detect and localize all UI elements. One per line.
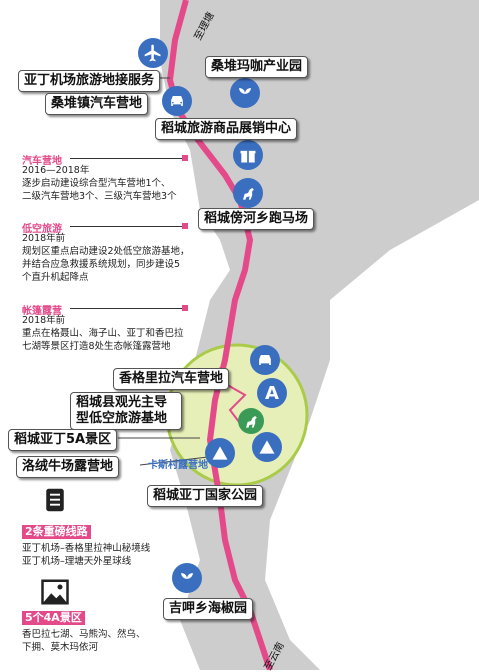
info-car-text: 2016—2018年 逐步启动建设综合型汽车营地1个、 二级汽车营地3个、三级汽… (22, 165, 177, 202)
scenic-title: 5个4A景区 (22, 611, 85, 625)
label-low-alt-base: 稻城县观光主导型低空旅游基地 (70, 392, 182, 430)
info-lowalt-rule (70, 226, 185, 227)
label-yading-park: 稻城亚丁国家公园 (147, 485, 264, 507)
info-lowalt-marker (182, 223, 188, 229)
gift-icon (233, 140, 263, 170)
car-icon (250, 345, 280, 375)
tent-icon (205, 438, 235, 468)
info-lowalt-title: 低空旅游 (22, 224, 62, 235)
horse-icon (233, 178, 263, 208)
routes-title: 2条重磅线路 (22, 525, 91, 539)
letter-a-icon: A (257, 378, 287, 408)
picture-icon (41, 579, 69, 605)
info-lowalt-text: 2018年前 规划区重点启动建设2处低空旅游基地， 并结合应急救援系统规划，同步… (22, 233, 190, 283)
label-horse-track: 稻城傍河乡跑马场 (198, 208, 315, 230)
label-yading-5a: 稻城亚丁5A景区 (8, 429, 118, 451)
label-jiya-garden: 吉呷乡海椒园 (163, 598, 254, 620)
label-airport-service: 亚丁机场旅游地接服务 (18, 70, 161, 92)
label-luoxu-camp: 洛绒牛场露营地 (16, 456, 120, 478)
label-kasi-camp: 卡斯村露营地 (148, 460, 208, 471)
label-sangdui-camp: 桑堆镇汽车营地 (45, 93, 149, 115)
plant-icon (230, 78, 260, 108)
info-tent-rule (70, 308, 185, 309)
car-icon (162, 86, 192, 116)
label-sangdui-coffee: 桑堆玛咖产业园 (205, 56, 309, 78)
info-tent-marker (182, 305, 188, 311)
info-tent-title: 帐篷露营 (22, 306, 62, 317)
info-tent-text: 2018年前 重点在格聂山、海子山、亚丁和香巴拉 七湖等景区打造8处生态帐篷露营… (22, 315, 184, 352)
scenic-text: 香巴拉七湖、马熊沟、然乌、 下拥、莫木玛依河 (22, 629, 146, 653)
terrain (160, 0, 479, 670)
info-car-title: 汽车营地 (22, 156, 62, 167)
label-daocheng-shop: 稻城旅游商品展销中心 (155, 118, 298, 140)
tent-icon (252, 432, 282, 462)
airplane-icon (138, 38, 168, 68)
horse-icon (238, 408, 264, 434)
info-car-rule (70, 158, 185, 159)
scroll-icon (46, 488, 64, 512)
info-car-marker (182, 155, 188, 161)
routes-text: 亚丁机场–香格里拉神山秘境线 亚丁机场–理塘天外星球线 (22, 543, 151, 567)
label-shangri-camp: 香格里拉汽车营地 (113, 368, 230, 390)
plant-icon (172, 563, 202, 593)
